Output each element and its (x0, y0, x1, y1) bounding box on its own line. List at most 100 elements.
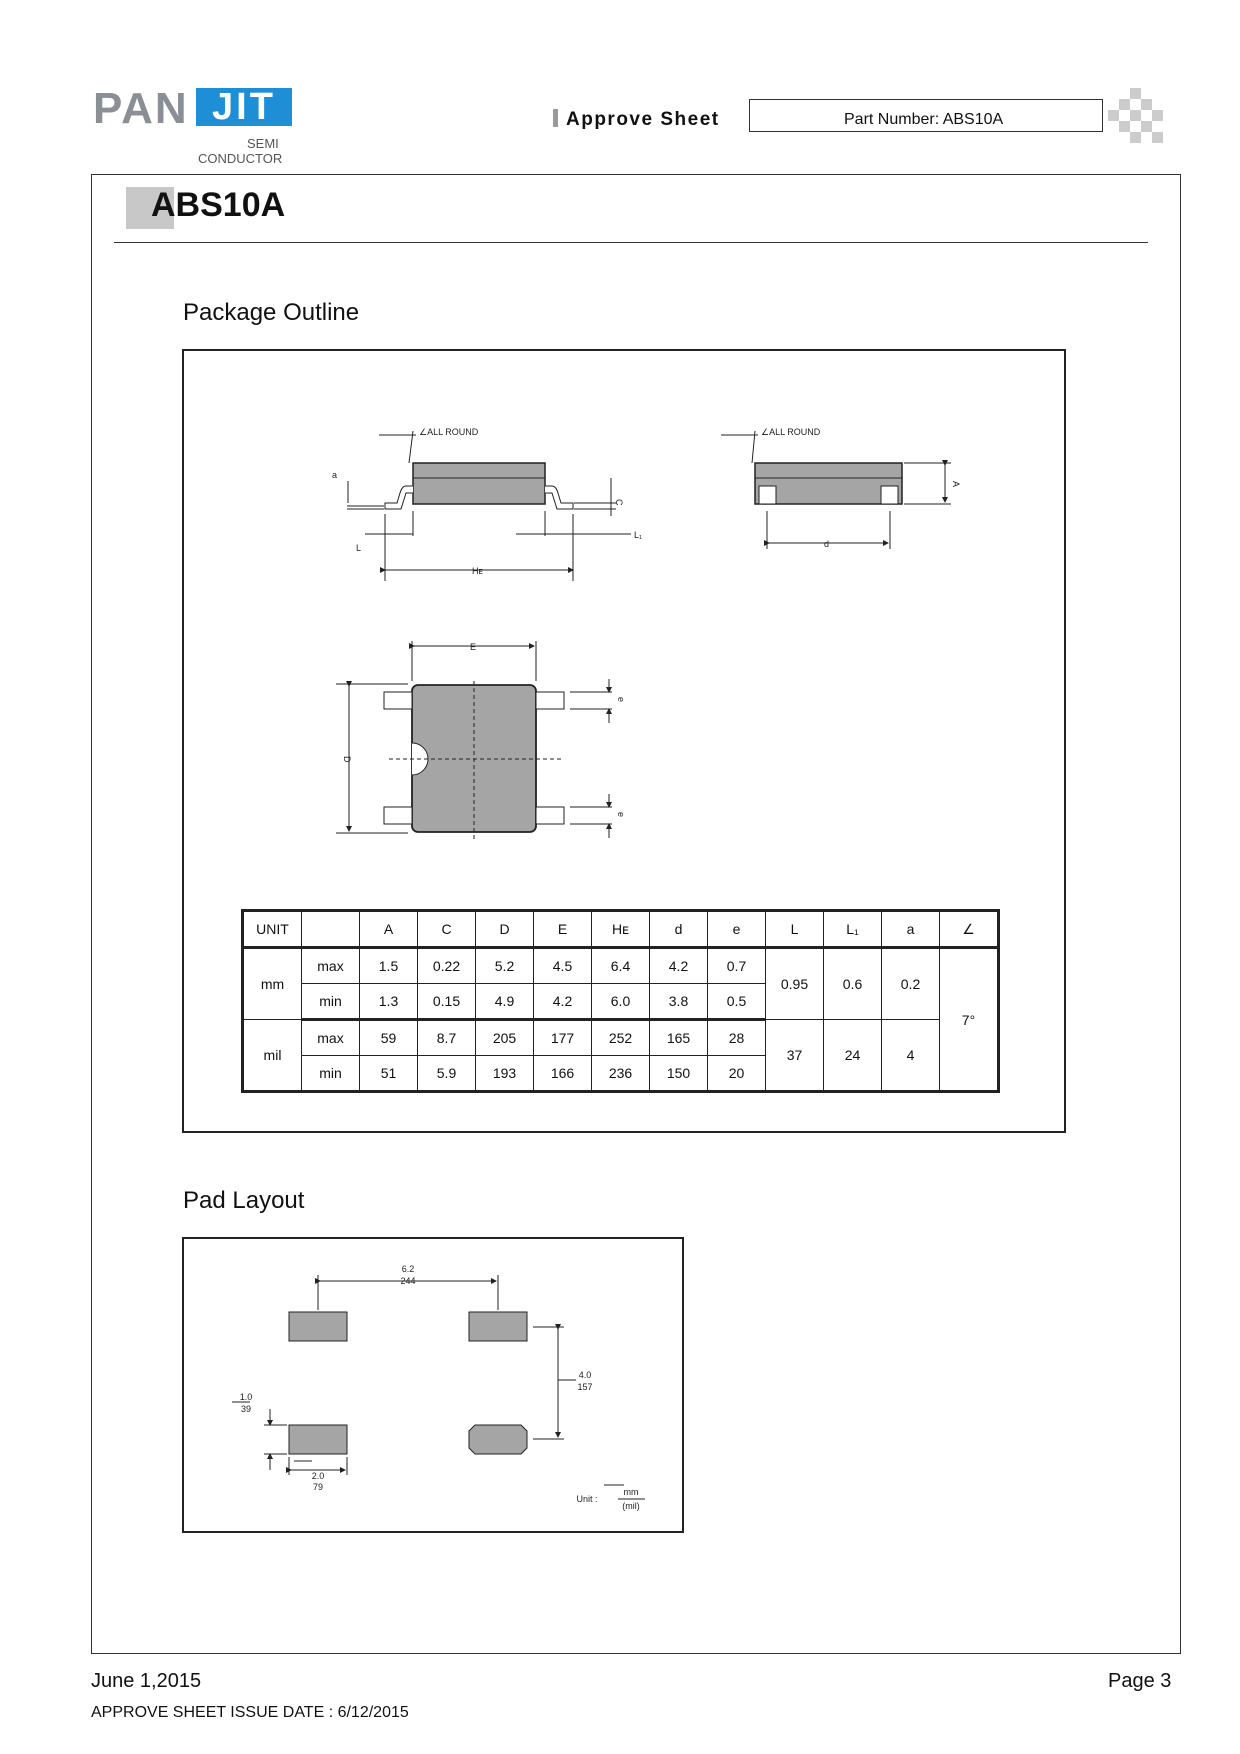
table-cell: 205 (475, 1019, 534, 1056)
pad-single-width-mil: 79 (313, 1482, 323, 1492)
pad-top-left (288, 1311, 348, 1342)
table-cell: 0.22 (417, 947, 476, 984)
pad-bottom-left (288, 1424, 348, 1455)
table-cell: 5.2 (475, 947, 534, 984)
table-cell: 6.4 (591, 947, 650, 984)
table-cell: 4.2 (649, 947, 708, 984)
table-cell: 150 (649, 1055, 708, 1092)
kind-cell: max (301, 947, 360, 984)
footer-date: June 1,2015 (91, 1670, 202, 1692)
table-cell: 51 (359, 1055, 418, 1092)
content-frame (91, 174, 1181, 1654)
dim-l1-label: L₁ (634, 530, 642, 540)
pad-layout-box: 6.2 244 4.0 157 1.0 39 2.0 79 Unit : mm … (182, 1237, 684, 1533)
table-cell: 165 (649, 1019, 708, 1056)
table-header-cell: Hᴇ (591, 910, 650, 949)
table-cell: 4 (881, 1019, 940, 1092)
angle-cell: 7° (939, 947, 999, 1092)
table-cell: 193 (475, 1055, 534, 1092)
all-round-label-1: ∠ALL ROUND (419, 427, 479, 437)
dim-e1-label: e (616, 697, 626, 702)
table-cell: 0.5 (707, 983, 766, 1021)
table-cell: 6.0 (591, 983, 650, 1021)
table-cell: 20 (707, 1055, 766, 1092)
table-cell: 1.5 (359, 947, 418, 984)
approve-sheet-label: Approve Sheet (553, 109, 720, 131)
table-header-cell: C (417, 910, 476, 949)
footer-issue-date: APPROVE SHEET ISSUE DATE : 6/12/2015 (91, 1704, 409, 1721)
table-cell: 0.7 (707, 947, 766, 984)
package-drawing: ∠ALL ROUND ∠ALL ROUND a C L L₁ Hᴇ A d E … (332, 427, 961, 841)
footer-page-number: Page 3 (1108, 1670, 1172, 1692)
side-view-body (412, 462, 546, 505)
dim-e2-label: e (616, 812, 626, 817)
logo-semi-text: SEMI (247, 136, 279, 151)
table-row: min 1.3 0.15 4.9 4.2 6.0 3.8 0.5 (243, 983, 999, 1021)
unit-cell: mm (242, 947, 302, 1020)
table-cell: 177 (533, 1019, 592, 1056)
table-row: mil max 59 8.7 205 177 252 165 28 37 24 … (242, 1019, 999, 1092)
pad-layout-heading: Pad Layout (183, 1187, 305, 1214)
table-header-cell: a (881, 910, 940, 949)
part-number-text: Part Number: ABS10A (844, 111, 1004, 128)
pad-single-height-mm: 1.0 (240, 1392, 253, 1402)
dim-a-label: a (332, 470, 337, 480)
table-cell: 236 (591, 1055, 650, 1092)
table-cell: 37 (765, 1019, 824, 1092)
table-header-cell: e (707, 910, 766, 949)
table-header-cell: d (649, 910, 708, 949)
panjit-logo: PAN JIT SEMI CONDUCTOR (93, 84, 293, 166)
table-cell: 4.9 (475, 983, 534, 1021)
table-cell: 8.7 (417, 1019, 476, 1056)
kind-cell: min (301, 1055, 360, 1092)
table-cell: 3.8 (649, 983, 708, 1021)
table-header-row: UNIT A C D E Hᴇ d e L L₁ a ∠ (242, 910, 999, 949)
approve-bar-icon (553, 109, 558, 127)
table-header-cell: E (533, 910, 592, 949)
unit-label: Unit : (576, 1494, 597, 1504)
dimension-table: UNIT A C D E Hᴇ d e L L₁ a ∠ mm max 1.5 … (241, 909, 1000, 1093)
pad-drawing: 6.2 244 4.0 157 1.0 39 2.0 79 Unit : mm … (232, 1264, 645, 1511)
table-cell: 252 (591, 1019, 650, 1056)
table-cell: 28 (707, 1019, 766, 1056)
unit-cell: mil (242, 1019, 302, 1092)
dim-l-label: L (356, 543, 361, 553)
table-cell: 166 (533, 1055, 592, 1092)
table-cell: 24 (823, 1019, 882, 1092)
pad-width-mil: 244 (400, 1276, 415, 1286)
table-cell: 0.95 (765, 947, 824, 1020)
table-header-cell: L (765, 910, 824, 949)
table-header-cell: UNIT (242, 910, 302, 949)
part-number-box: Part Number: ABS10A (749, 99, 1103, 132)
pad-single-width-mm: 2.0 (312, 1471, 325, 1481)
pad-single-height-mil: 39 (241, 1404, 251, 1414)
table-header-cell: A (359, 910, 418, 949)
all-round-label-2: ∠ALL ROUND (761, 427, 821, 437)
package-outline-heading: Package Outline (183, 299, 360, 326)
dim-d-big-label: D (342, 756, 352, 763)
unit-mm: mm (624, 1487, 639, 1497)
title-accent-bar (126, 187, 174, 229)
approve-sheet-text: Approve Sheet (566, 109, 720, 130)
table-row: min 51 5.9 193 166 236 150 20 (243, 1055, 999, 1092)
end-view-body (754, 462, 903, 505)
title-divider (114, 242, 1148, 243)
pad-bottom-right (468, 1424, 528, 1455)
table-cell: 4.2 (533, 983, 592, 1021)
unit-mil: (mil) (622, 1501, 640, 1511)
kind-cell: min (301, 983, 360, 1021)
dim-he-label: Hᴇ (472, 566, 483, 576)
table-cell: 59 (359, 1019, 418, 1056)
logo-jit-text: JIT (196, 88, 292, 126)
pad-height-mm: 4.0 (579, 1370, 592, 1380)
page-title: ABS10A (151, 186, 286, 224)
kind-cell: max (301, 1019, 360, 1056)
logo-conductor-text: CONDUCTOR (198, 151, 283, 166)
table-cell: 0.15 (417, 983, 476, 1021)
package-outline-box: ∠ALL ROUND ∠ALL ROUND a C L L₁ Hᴇ A d E … (182, 349, 1066, 1133)
table-header-cell: D (475, 910, 534, 949)
dim-e-top-label: E (470, 642, 476, 652)
dim-c-label: C (614, 499, 624, 506)
table-cell: 5.9 (417, 1055, 476, 1092)
dim-d-small-label: d (824, 539, 829, 549)
